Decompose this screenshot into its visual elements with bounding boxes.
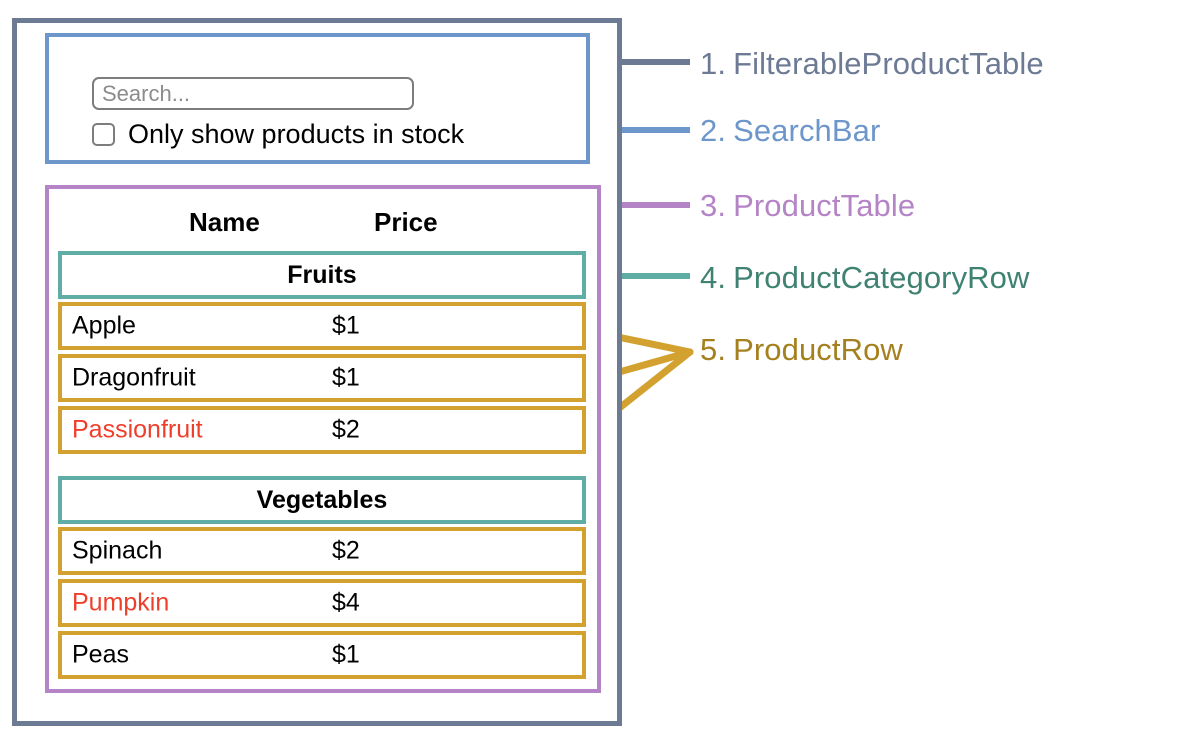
product-table-header-row: Name Price — [49, 203, 597, 243]
legend-item-product-table: 3.ProductTable — [700, 190, 915, 221]
product-category-label: Fruits — [287, 260, 357, 289]
product-row[interactable]: Pumpkin $4 — [58, 579, 586, 627]
in-stock-checkbox-label: Only show products in stock — [128, 119, 465, 149]
legend-label: ProductRow — [733, 332, 903, 367]
product-price: $1 — [332, 363, 360, 392]
product-price: $2 — [332, 415, 360, 444]
column-header-price: Price — [374, 207, 438, 237]
product-row[interactable]: Spinach $2 — [58, 527, 586, 575]
in-stock-checkbox[interactable] — [92, 123, 115, 146]
product-category-label: Vegetables — [256, 485, 388, 514]
legend-item-product-row: 5.ProductRow — [700, 334, 903, 365]
legend-item-product-category-row: 4.ProductCategoryRow — [700, 262, 1030, 293]
column-header-name: Name — [189, 207, 260, 237]
product-row[interactable]: Dragonfruit $1 — [58, 354, 586, 402]
product-row[interactable]: Peas $1 — [58, 631, 586, 679]
product-price: $4 — [332, 588, 360, 617]
product-name: Dragonfruit — [72, 363, 196, 392]
product-category-row: Vegetables — [58, 476, 586, 524]
product-price: $2 — [332, 536, 360, 565]
product-category-row: Fruits — [58, 251, 586, 299]
legend-label: ProductTable — [733, 188, 916, 223]
product-name: Apple — [72, 311, 136, 340]
product-row[interactable]: Apple $1 — [58, 302, 586, 350]
product-rows-area: Fruits Apple $1 Dragonfruit $1 Passionfr… — [58, 251, 586, 683]
legend-number: 4. — [700, 260, 727, 295]
product-name: Peas — [72, 640, 129, 669]
search-bar-frame: Search... Only show products in stock — [45, 33, 590, 164]
legend-number: 2. — [700, 113, 727, 148]
product-name: Pumpkin — [72, 588, 170, 617]
legend-item-search-bar: 2.SearchBar — [700, 115, 880, 146]
search-input[interactable]: Search... — [92, 77, 414, 110]
in-stock-checkbox-row[interactable]: Only show products in stock — [92, 121, 464, 148]
legend-number: 3. — [700, 188, 727, 223]
product-price: $1 — [332, 640, 360, 669]
product-name: Spinach — [72, 536, 163, 565]
legend-number: 5. — [700, 332, 727, 367]
product-table-frame: Name Price Fruits Apple $1 Dragonfruit $… — [45, 185, 601, 693]
legend-label: FilterableProductTable — [733, 46, 1044, 81]
product-price: $1 — [332, 311, 360, 340]
legend-number: 1. — [700, 46, 727, 81]
legend-label: ProductCategoryRow — [733, 260, 1030, 295]
product-name: Passionfruit — [72, 415, 203, 444]
legend-item-filterable-product-table: 1.FilterableProductTable — [700, 48, 1044, 79]
product-row[interactable]: Passionfruit $2 — [58, 406, 586, 454]
legend-label: SearchBar — [733, 113, 881, 148]
